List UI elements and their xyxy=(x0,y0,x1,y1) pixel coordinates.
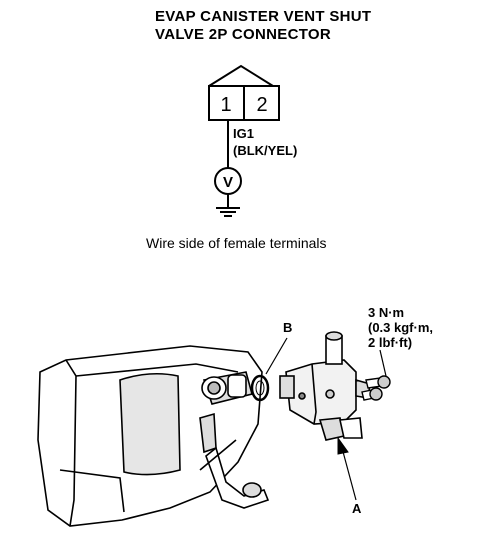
torque-spec-line1: 3 N·m xyxy=(368,305,405,320)
diagram-caption: Wire side of female terminals xyxy=(146,235,327,251)
callout-b-label: B xyxy=(283,320,293,335)
callout-b-leader xyxy=(265,337,288,375)
callout-a-label: A xyxy=(352,501,362,516)
mounting-bolts xyxy=(361,349,391,401)
connector-schematic xyxy=(208,64,280,217)
torque-leader xyxy=(379,349,387,377)
o-ring-b xyxy=(250,337,288,402)
wire-color-label: (BLK/YEL) xyxy=(233,143,298,158)
diagram-title-line1: EVAP CANISTER VENT SHUT xyxy=(155,8,372,25)
terminal-1-label: 1 xyxy=(220,94,231,116)
voltmeter-label: V xyxy=(223,174,233,191)
bolt-head-icon-2 xyxy=(369,387,383,401)
connector-key-icon xyxy=(208,64,274,87)
callout-a-arrow xyxy=(337,436,357,501)
vent-shut-valve-a xyxy=(279,331,371,441)
torque-spec-line2: (0.3 kgf·m, xyxy=(368,320,434,335)
canister-housing xyxy=(37,345,270,527)
bolt-head-icon xyxy=(377,375,391,389)
wire-label: IG1 xyxy=(233,126,254,141)
torque-spec-line3: 2 lbf·ft) xyxy=(368,335,413,350)
terminal-2-label: 2 xyxy=(256,94,267,116)
diagram-title-line2: VALVE 2P CONNECTOR xyxy=(155,26,331,43)
